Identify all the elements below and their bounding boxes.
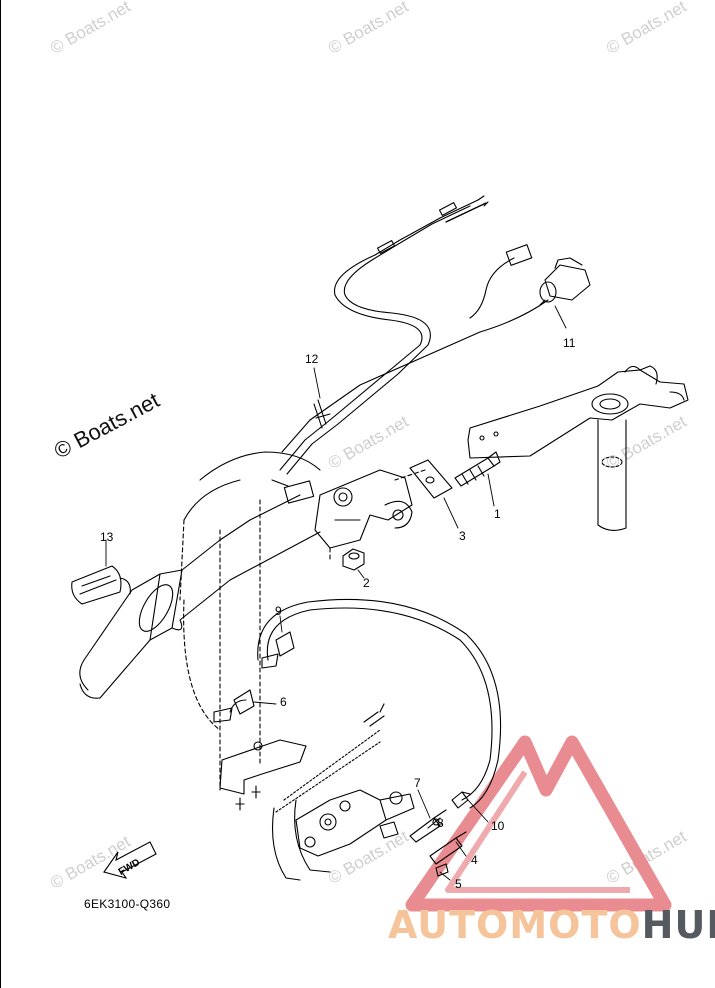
callout-9: 9 [275, 604, 282, 618]
callout-leaders [105, 305, 567, 881]
callout-6: 6 [280, 695, 287, 709]
callout-12: 12 [305, 352, 319, 366]
callout-13: 13 [100, 530, 114, 544]
harness-connector-icon [271, 479, 315, 504]
spring-10-icon [451, 791, 471, 809]
callout-2: 2 [363, 576, 370, 590]
callout-5: 5 [455, 877, 462, 891]
brand-logo: AUTOMOTOHUB [388, 903, 715, 947]
throttle-linkage-mechanism [271, 703, 415, 881]
callout-8: 8 [437, 816, 444, 830]
assembly-guide-lines [183, 469, 426, 791]
callout-10: 10 [491, 819, 505, 833]
plate-3-icon [409, 459, 453, 499]
brand-logo-part1: AUTOMOTO [388, 903, 642, 947]
callout-1: 1 [494, 507, 501, 521]
grip-13-icon [71, 565, 131, 605]
cable-loop [229, 598, 502, 809]
callout-7: 7 [414, 776, 421, 790]
clip-5-icon [435, 863, 449, 877]
connector-11-icon [539, 257, 591, 306]
rod-4-icon [429, 831, 467, 865]
throttle-housing [314, 469, 413, 549]
brand-logo-part2: HUB [641, 903, 715, 947]
wire-harness [281, 244, 549, 453]
bolt-1-icon [454, 451, 501, 487]
rod-8-icon [427, 817, 441, 829]
tiller-bracket [467, 365, 689, 531]
cable-tie-12-icon [313, 399, 331, 429]
callout-11: 11 [563, 336, 576, 350]
callout-3: 3 [459, 529, 466, 543]
clamp-9-icon [261, 631, 295, 669]
diagram-code: 6EK3100-Q360 [84, 897, 171, 911]
mounting-bracket [219, 739, 307, 811]
rod-7-icon [409, 809, 447, 843]
logo-triangle-icon [405, 735, 672, 912]
tiller-handle [79, 451, 321, 699]
shift-throttle-cables [279, 195, 489, 475]
clamp-6-icon [213, 689, 255, 723]
forward-arrow-icon [103, 841, 157, 879]
nut-2-icon [342, 548, 365, 571]
callout-4: 4 [471, 853, 478, 867]
